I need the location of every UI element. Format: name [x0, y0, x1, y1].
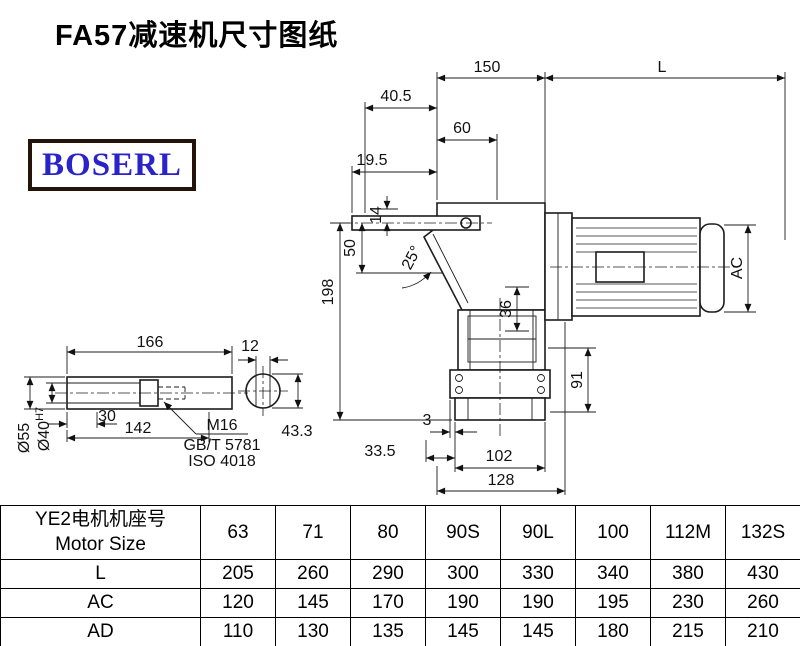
- table-cell: 290: [350, 559, 426, 589]
- dim-43-3: 43.3: [281, 423, 312, 440]
- dim-36: 36: [498, 300, 515, 318]
- dim-102: 102: [486, 448, 513, 465]
- flange-bolt-hole: [537, 386, 545, 394]
- label-iso: ISO 4018: [188, 453, 256, 470]
- table-cell: 300: [425, 559, 501, 589]
- table-row-AC: AC 120 145 170 190 190 195 230 260: [0, 588, 800, 618]
- table-cell: 190: [500, 588, 576, 618]
- dim-166: 166: [137, 334, 164, 351]
- motor-size-table: YE2电机机座号 Motor Size 63 71 80 90S 90L 100…: [0, 505, 800, 646]
- motor-flange-adapter: [544, 212, 573, 321]
- dimension-drawing: 150 L 40.5 60 19.5 14 50 25° 198 36 AC 9…: [16, 59, 786, 495]
- table-cell: 340: [575, 559, 651, 589]
- dim-30: 30: [98, 408, 116, 425]
- page-title: FA57减速机尺寸图纸: [55, 20, 339, 52]
- label-m16: M16: [206, 417, 237, 434]
- size-71: 71: [275, 505, 351, 560]
- dim-14: 14: [368, 206, 385, 224]
- size-100: 100: [575, 505, 651, 560]
- size-63: 63: [200, 505, 276, 560]
- dim-3: 3: [423, 412, 432, 429]
- size-90L: 90L: [500, 505, 576, 560]
- table-cell: 110: [200, 617, 276, 646]
- table-cell: 260: [725, 588, 800, 618]
- dim-40-5: 40.5: [380, 88, 411, 105]
- table-cell: 215: [650, 617, 726, 646]
- dim-50: 50: [342, 239, 359, 257]
- flange-bolt-hole: [455, 386, 463, 394]
- table-header-row: YE2电机机座号 Motor Size 63 71 80 90S 90L 100…: [0, 505, 800, 560]
- dimension-lines: [26, 74, 785, 495]
- label-gb: GB/T 5781: [183, 437, 260, 454]
- dim-19-5: 19.5: [356, 152, 387, 169]
- boserl-logo: BOSERL: [28, 139, 196, 191]
- dim-AC: AC: [729, 257, 746, 279]
- housing-detail-lines: [432, 213, 559, 420]
- table-cell: 180: [575, 617, 651, 646]
- row-label: AD: [0, 617, 201, 646]
- flange-bolt-hole: [455, 374, 463, 382]
- dim-142: 142: [125, 420, 152, 437]
- dim-198: 198: [320, 279, 337, 306]
- table-cell: 330: [500, 559, 576, 589]
- dim-L: L: [658, 59, 667, 76]
- table-cell: 205: [200, 559, 276, 589]
- thread-hidden-lines: [158, 386, 186, 400]
- dim-60: 60: [453, 120, 471, 137]
- size-80: 80: [350, 505, 426, 560]
- dim-dia55: Ø55: [16, 423, 33, 453]
- end-view-centerlines: [238, 366, 288, 416]
- size-90S: 90S: [425, 505, 501, 560]
- table-cell: 230: [650, 588, 726, 618]
- table-row-AD: AD 110 130 135 145 145 180 215 210: [0, 617, 800, 646]
- table-cell: 130: [275, 617, 351, 646]
- table-cell: 380: [650, 559, 726, 589]
- table-row-L: L 205 260 290 300 330 340 380 430: [0, 559, 800, 589]
- table-cell: 170: [350, 588, 426, 618]
- flange-bolt-hole: [537, 374, 545, 382]
- table-cell: 135: [350, 617, 426, 646]
- dim-91: 91: [569, 371, 586, 389]
- table-cell: 260: [275, 559, 351, 589]
- row-label: AC: [0, 588, 201, 618]
- table-cell: 145: [425, 617, 501, 646]
- dim-12: 12: [241, 338, 259, 355]
- table-cell: 120: [200, 588, 276, 618]
- table-cell: 145: [275, 588, 351, 618]
- header-line-cn: YE2电机机座号: [35, 508, 166, 530]
- logo-text: BOSERL: [42, 146, 182, 183]
- table-cell: 430: [725, 559, 800, 589]
- dim-150: 150: [474, 59, 501, 76]
- table-header-cell: YE2电机机座号 Motor Size: [0, 505, 201, 560]
- table-cell: 190: [425, 588, 501, 618]
- table-cell: 210: [725, 617, 800, 646]
- dim-dia40h7: Ø40H7: [34, 407, 53, 451]
- table-cell: 195: [575, 588, 651, 618]
- dim-25deg: 25°: [399, 243, 425, 272]
- dim-128: 128: [488, 472, 515, 489]
- motor-fan-cover: [699, 223, 725, 313]
- header-line-en: Motor Size: [55, 533, 146, 555]
- dim-33-5: 33.5: [364, 443, 395, 460]
- size-112M: 112M: [650, 505, 726, 560]
- row-label: L: [0, 559, 201, 589]
- size-132S: 132S: [725, 505, 800, 560]
- table-cell: 145: [500, 617, 576, 646]
- gearbox-lower-housing: [457, 309, 546, 371]
